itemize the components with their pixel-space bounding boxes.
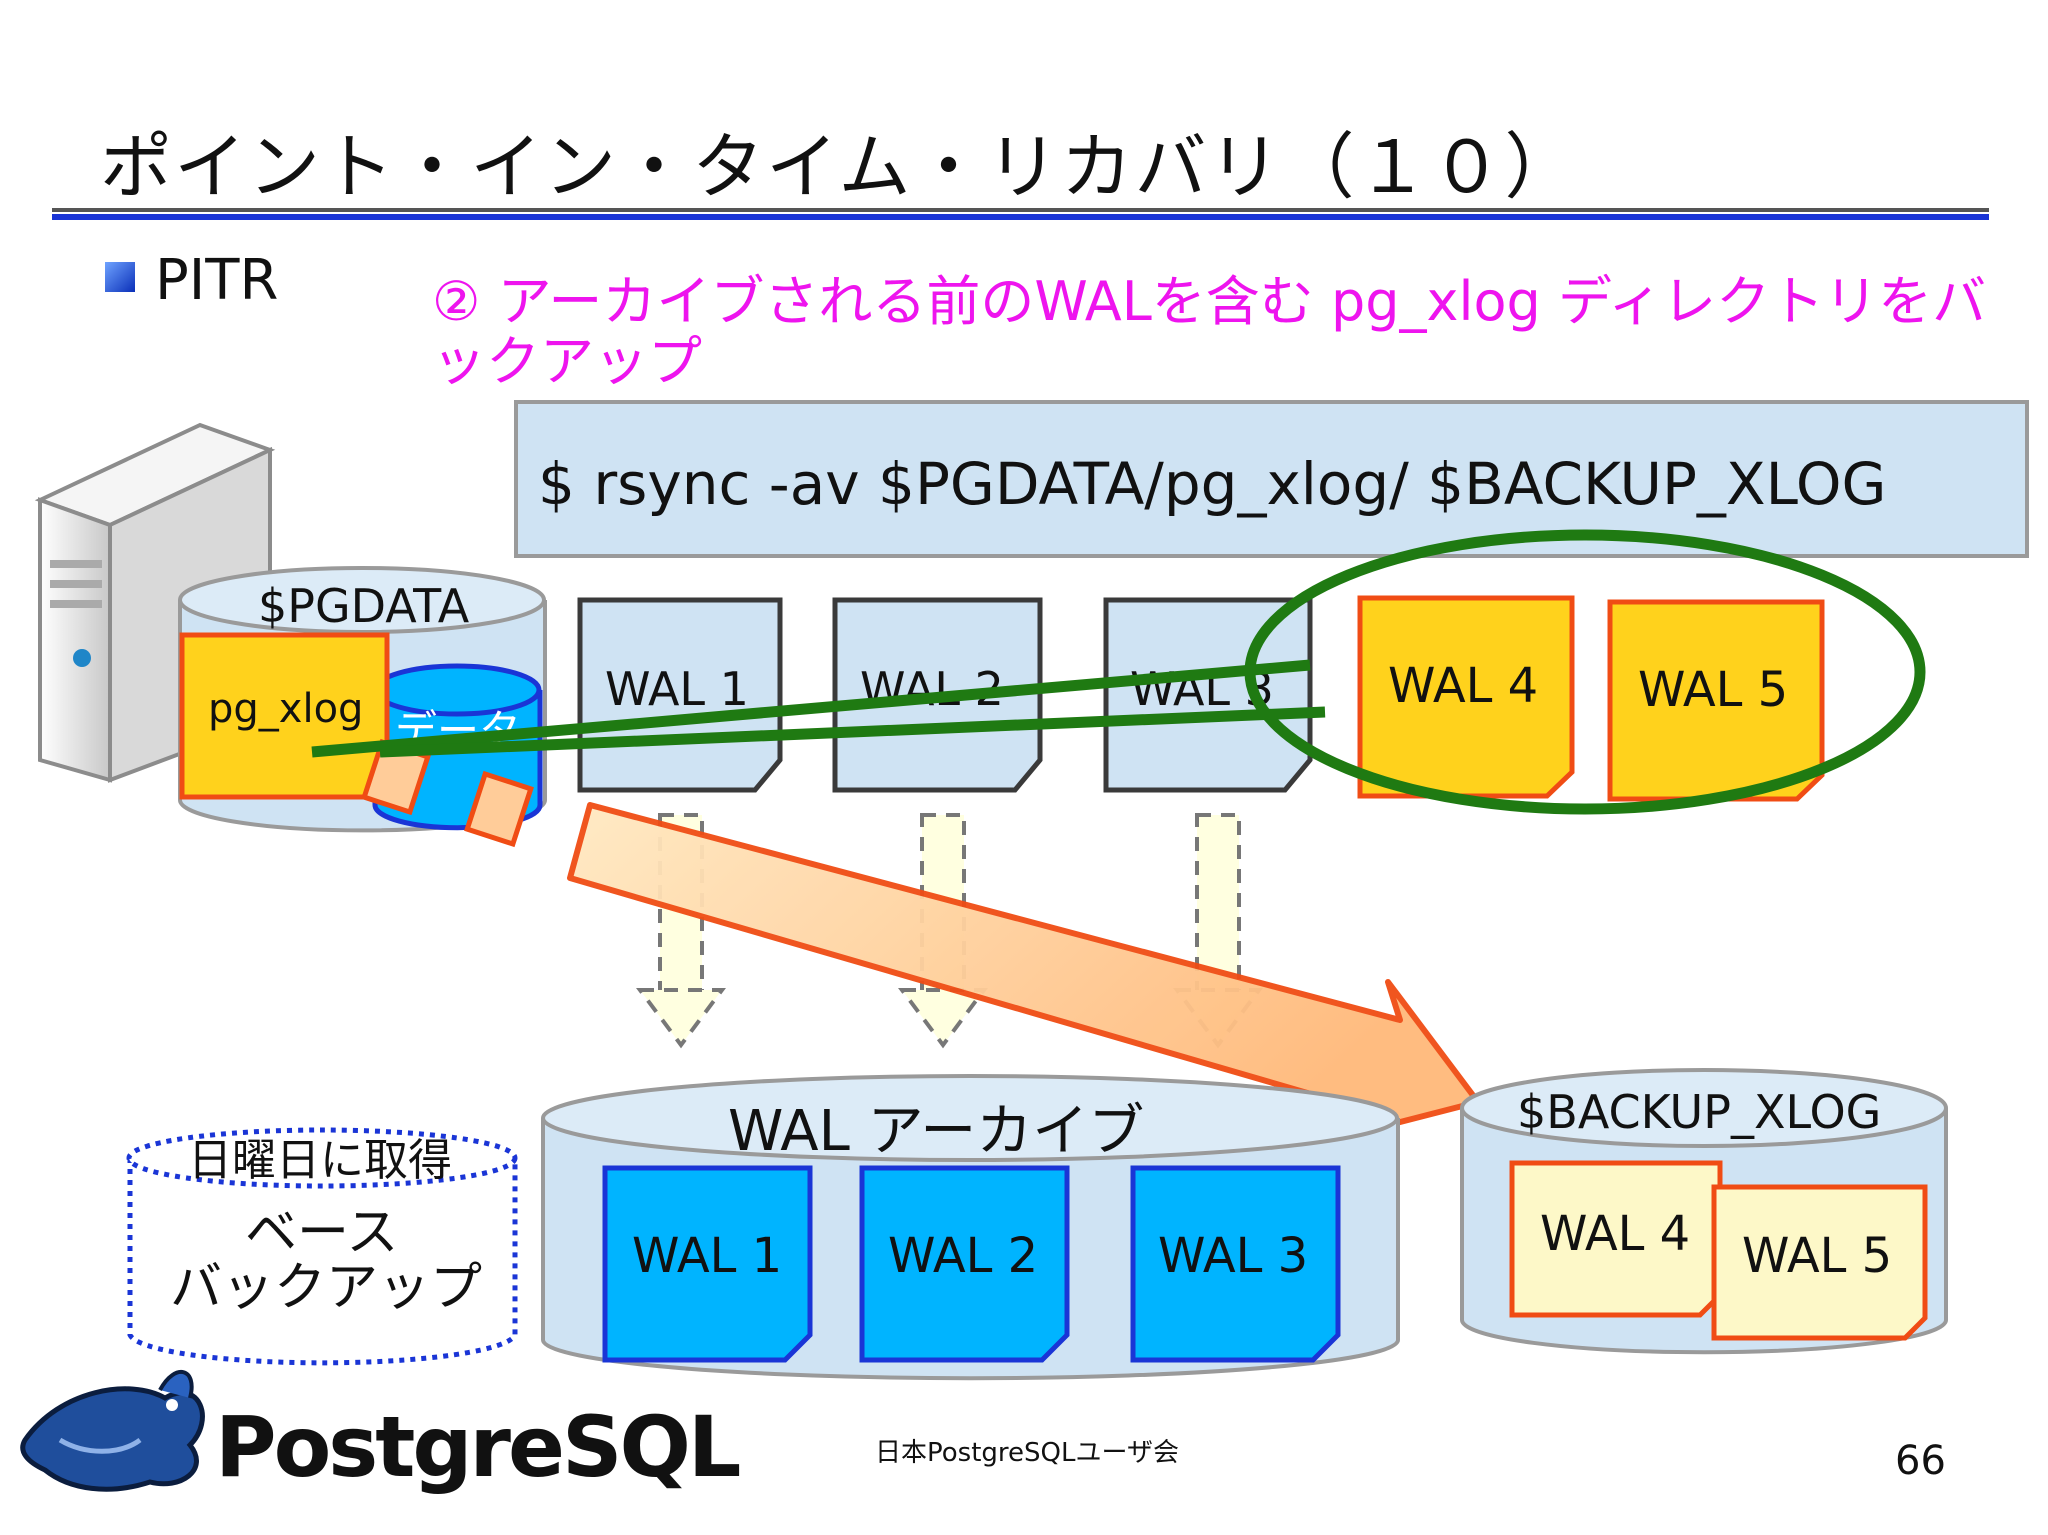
postgresql-logo-text: PostgreSQL	[215, 1398, 741, 1496]
pointer-line-2	[379, 706, 1326, 758]
wal-file-1-label: WAL 1	[605, 662, 749, 716]
wal-file-5-label: WAL 5	[1638, 662, 1788, 718]
pg-xlog-label: pg_xlog	[208, 686, 363, 732]
base-backup-cylinder	[126, 1127, 518, 1366]
archive-wal-1-label: WAL 1	[632, 1228, 782, 1284]
wal-file-5	[1607, 599, 1825, 802]
page-title: ポイント・イン・タイム・リカバリ（１０）	[100, 125, 1579, 209]
title-rule	[52, 208, 1989, 212]
archive-wal-2-label: WAL 2	[888, 1228, 1038, 1284]
command-box: $ rsync -av $PGDATA/pg_xlog/ $BACKUP_XLO…	[514, 400, 2029, 558]
step-description: ② アーカイブされる前のWALを含む pg_xlog ディレクトリをバックアップ	[432, 270, 1987, 393]
backup-wal-4	[1509, 1160, 1723, 1318]
archive-wal-2	[859, 1165, 1070, 1363]
base-backup-line1: 日曜日に取得	[188, 1135, 452, 1186]
archive-wal-3-label: WAL 3	[1158, 1228, 1308, 1284]
wal-file-4-label: WAL 4	[1388, 658, 1538, 714]
small-file-2	[464, 770, 534, 848]
archive-wal-3	[1130, 1165, 1341, 1363]
base-backup-line3: バックアップ	[170, 1258, 482, 1318]
title-rule-accent	[52, 214, 1989, 220]
backup-xlog-label: $BACKUP_XLOG	[1517, 1085, 1881, 1139]
pgdata-label: $PGDATA	[258, 579, 470, 633]
command-text: $ rsync -av $PGDATA/pg_xlog/ $BACKUP_XLO…	[538, 450, 1887, 518]
backup-wal-5-label: WAL 5	[1742, 1228, 1892, 1284]
archive-wal-1	[602, 1165, 813, 1363]
wal-file-4	[1357, 595, 1575, 799]
bullet-icon	[105, 262, 135, 292]
backup-wal-4-label: WAL 4	[1540, 1206, 1690, 1262]
footer-text: 日本PostgreSQLユーザ会	[875, 1438, 1179, 1468]
base-backup-line2: ベース	[245, 1203, 398, 1263]
wal-archive-label: WAL アーカイブ	[728, 1099, 1144, 1164]
backup-wal-5	[1711, 1184, 1928, 1341]
backup-arrow	[567, 802, 1481, 1143]
bullet-text: PITR	[155, 248, 279, 313]
pg-xlog-box	[179, 632, 390, 800]
elephant-logo-icon	[20, 1370, 205, 1492]
pointer-line	[311, 659, 1311, 758]
page-number: 66	[1895, 1438, 1946, 1484]
